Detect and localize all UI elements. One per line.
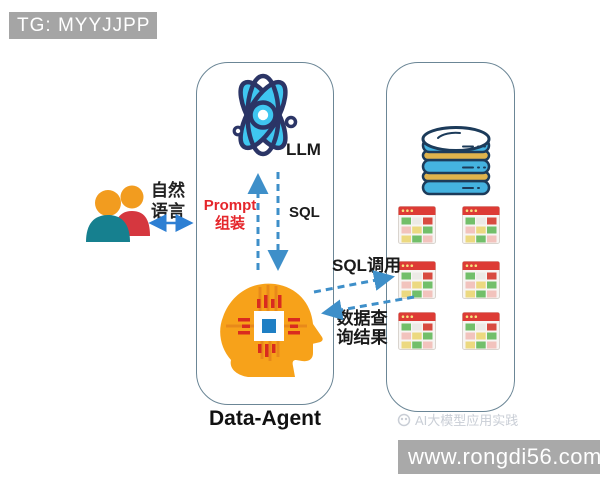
query-result-label: 数据查 询结果 <box>329 309 395 347</box>
prompt-label-line1: Prompt <box>203 197 257 214</box>
sql-label: SQL <box>289 204 320 221</box>
brand-watermark-text: AI大模型应用实践 <box>415 413 519 428</box>
chip-core <box>262 319 276 333</box>
database-icon <box>421 126 491 196</box>
llm-label: LLM <box>286 140 321 159</box>
table-icon <box>462 206 500 244</box>
query-result-line2: 询结果 <box>336 328 388 347</box>
database-panel <box>386 62 515 412</box>
sql-call-label: SQL调用 <box>332 256 401 275</box>
natural-language-label: 自然 语言 <box>146 180 190 222</box>
prompt-label-line2: 组装 <box>214 215 245 232</box>
atom-icon <box>232 73 298 157</box>
table-icon <box>398 261 436 299</box>
table-icon <box>398 312 436 350</box>
table-icon <box>398 206 436 244</box>
query-result-line1: 数据查 <box>336 309 388 328</box>
brand-watermark: AI大模型应用实践 <box>397 410 518 429</box>
head-chip-icon <box>220 283 323 377</box>
data-agent-title: Data-Agent <box>208 407 321 430</box>
chip-pins <box>238 295 300 357</box>
natural-language-line1: 自然 <box>151 181 185 200</box>
people-icon <box>86 185 150 242</box>
data-agent-panel <box>196 62 334 405</box>
natural-language-line2: 语言 <box>151 202 185 221</box>
site-url-bar: www.rongdi56.com <box>398 440 600 474</box>
table-icon <box>462 261 500 299</box>
prompt-assembly-label: Prompt 组装 <box>199 197 261 233</box>
brand-logo-icon <box>397 413 411 426</box>
tg-badge: TG: MYYJJPP <box>9 12 157 39</box>
table-icon <box>462 312 500 350</box>
